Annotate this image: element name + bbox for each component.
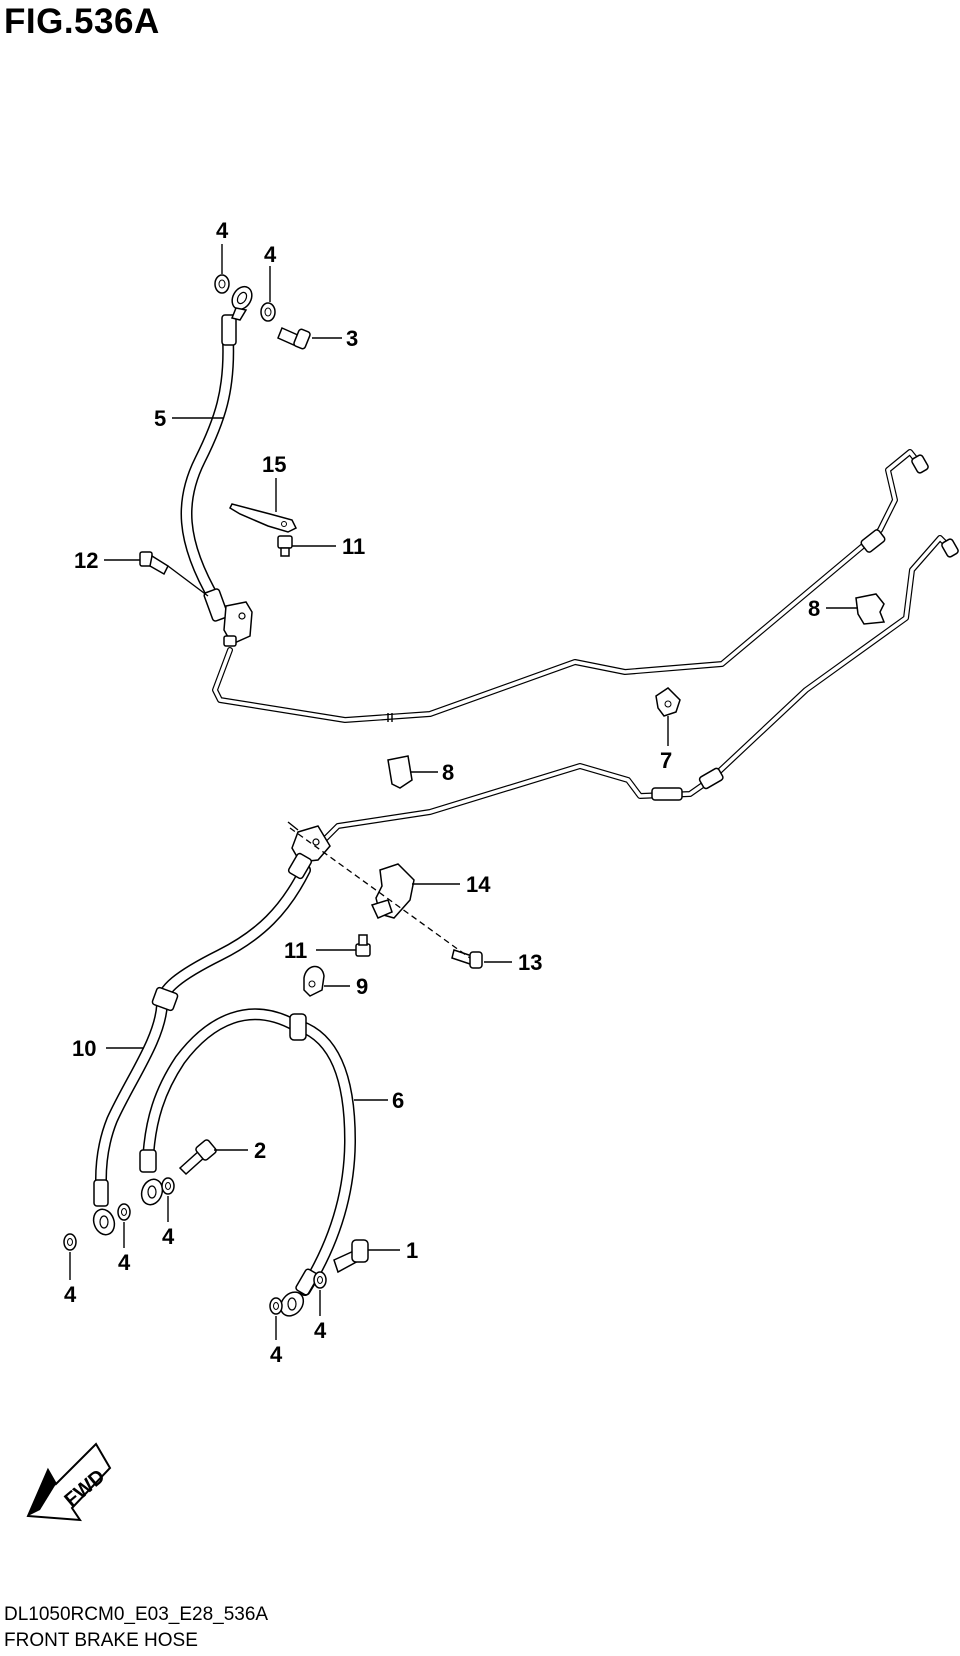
- washer-4-f: [269, 1297, 283, 1315]
- bolt-3: [277, 326, 311, 350]
- washer-4-d: [117, 1203, 131, 1221]
- callout-9: 9: [356, 974, 368, 999]
- washer-4-c: [63, 1233, 77, 1251]
- callout-8: 8: [442, 760, 454, 785]
- bolt-11-upper: [277, 535, 293, 557]
- callout-4: 4: [162, 1224, 175, 1249]
- banjo-bolt-2: [178, 1139, 217, 1176]
- bracket-14: [370, 863, 415, 919]
- callout-4: 4: [270, 1342, 283, 1367]
- joint-block-lower: [291, 825, 331, 863]
- figure-title: FIG.536A: [4, 2, 160, 41]
- callout-7: 7: [660, 748, 672, 773]
- callout-4: 4: [118, 1250, 131, 1275]
- callout-10: 10: [72, 1036, 96, 1061]
- washer-4-b: [260, 302, 276, 322]
- callout-12: 12: [74, 548, 98, 573]
- callout-2: 2: [254, 1138, 266, 1163]
- callout-13: 13: [518, 950, 542, 975]
- callout-4: 4: [314, 1318, 327, 1343]
- brake-pipe-lower: [319, 535, 959, 845]
- clamp-9: [303, 965, 325, 997]
- bolt-12: [139, 551, 169, 576]
- callout-6: 6: [392, 1088, 404, 1113]
- grommet-8-right: [855, 593, 886, 625]
- callout-4: 4: [264, 242, 277, 267]
- callout-11: 11: [342, 534, 365, 559]
- front-brake-hose-10: [92, 852, 313, 1236]
- callout-4: 4: [216, 218, 229, 243]
- callout-15: 15: [262, 452, 286, 477]
- washer-4-a: [214, 274, 230, 294]
- front-brake-hose-6: [139, 1008, 356, 1317]
- washer-4-g: [313, 1271, 327, 1289]
- bolt-13: [451, 949, 483, 969]
- bolt-11-lower: [355, 934, 371, 957]
- bracket-15: [229, 503, 298, 533]
- figure-name: FRONT BRAKE HOSE: [4, 1630, 198, 1651]
- callout-3: 3: [346, 326, 358, 351]
- clamp-7: [655, 687, 681, 717]
- callout-5: 5: [154, 406, 166, 431]
- front-brake-hose-upper: [180, 285, 253, 622]
- banjo-bolt-1: [333, 1239, 369, 1274]
- model-code: DL1050RCM0_E03_E28_536A: [4, 1604, 269, 1625]
- washer-4-e: [161, 1177, 175, 1195]
- grommet-8-center: [387, 755, 413, 789]
- callout-11: 11: [284, 938, 307, 963]
- callout-14: 14: [466, 872, 491, 897]
- callout-8: 8: [808, 596, 820, 621]
- fwd-arrow-icon: FWD: [26, 1442, 112, 1522]
- callout-4: 4: [64, 1282, 77, 1307]
- joint-block-upper: [223, 601, 253, 647]
- leader-lines: [69, 244, 858, 1340]
- brake-pipe-upper: [212, 449, 929, 723]
- callout-1: 1: [406, 1238, 418, 1263]
